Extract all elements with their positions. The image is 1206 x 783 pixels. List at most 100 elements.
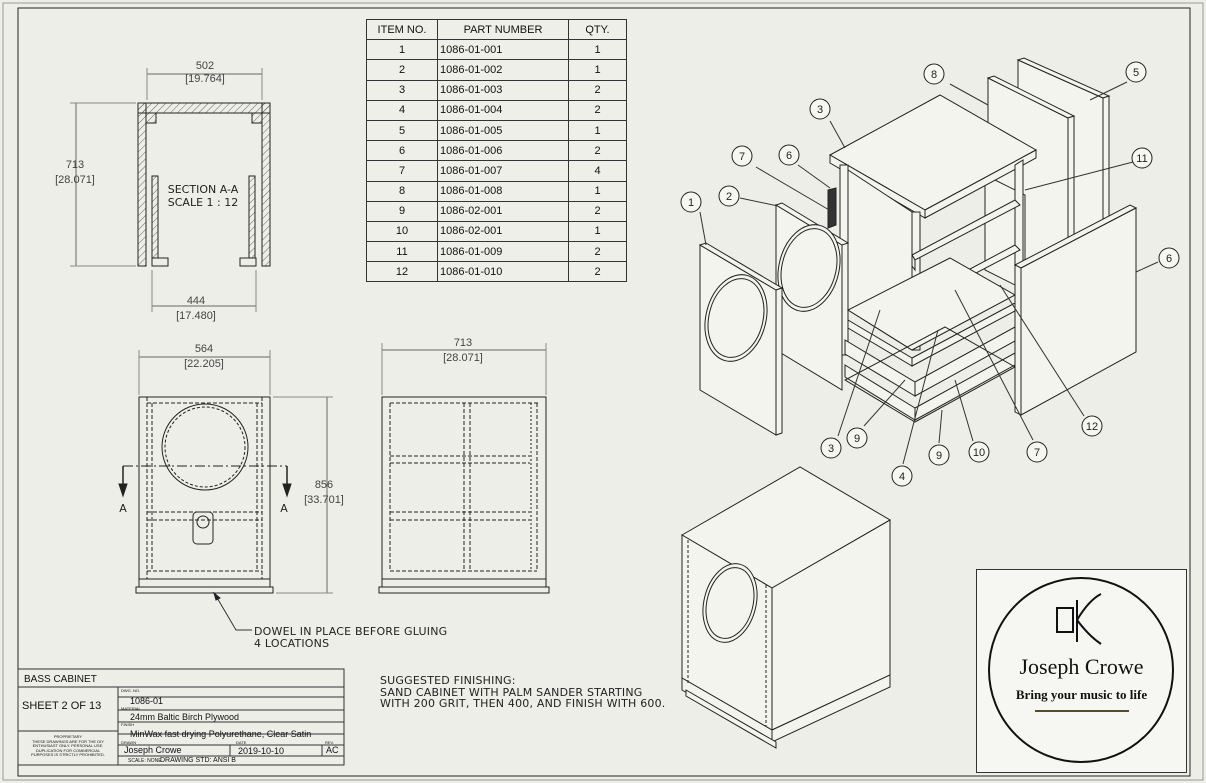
date-value: 2019-10-10: [238, 746, 285, 756]
company-logo: Joseph Crowe Bring your music to life: [976, 569, 1187, 773]
section-label: SECTION A-A: [168, 183, 239, 196]
bom-part: 1086-01-001: [437, 39, 569, 61]
balloon-1: 1: [688, 197, 694, 209]
bom-part: 1086-01-008: [437, 180, 569, 202]
bom-item: 5: [366, 119, 438, 142]
bom-part: 1086-01-007: [437, 160, 569, 182]
bom-part: 1086-01-002: [437, 59, 569, 81]
bom-item: 8: [366, 180, 438, 202]
bom-qty: 2: [568, 140, 627, 162]
material-value: 24mm Baltic Birch Plywood: [130, 712, 240, 722]
front-dim-height-in: [33.701]: [304, 494, 344, 506]
section-dim-inner: 444: [187, 295, 205, 307]
section-marker-left: A: [119, 502, 127, 515]
balloon-3: 3: [817, 104, 823, 116]
bom-qty: 2: [568, 261, 627, 283]
balloons: 1 2 3 7 6 8 5 11 6 3 9 4 9 10 7 12: [680, 61, 1180, 487]
section-dim-width-in: [19.764]: [185, 73, 225, 85]
side-dim-width: 713: [454, 337, 472, 349]
scale-value: SCALE: NONE: [128, 758, 162, 764]
bom-item: 11: [366, 241, 438, 263]
bom-header-part: PART NUMBER: [437, 18, 569, 41]
balloon-9b: 9: [936, 450, 942, 462]
bom-qty: 1: [568, 180, 627, 202]
dowel-note: DOWEL IN PLACE BEFORE GLUING 4 LOCATIONS: [254, 625, 448, 650]
finish-value: MinWax fast drying Polyurethane, Clear S…: [130, 729, 312, 739]
front-view: [118, 350, 333, 631]
bom-qty: 1: [568, 39, 627, 61]
bom-qty: 1: [568, 119, 627, 142]
front-dim-height: 856: [315, 479, 333, 491]
dwg-no-label: DWG. NO.: [121, 688, 141, 693]
bom-qty: 2: [568, 79, 627, 101]
bom-part: 1086-01-005: [437, 119, 569, 142]
section-dim-height: 713: [66, 159, 84, 171]
drawing-std: DRAWING STD: ANSI B: [160, 757, 236, 764]
section-dim-inner-in: [17.480]: [176, 310, 216, 322]
finish-label: FINISH: [121, 722, 135, 727]
balloon-10: 10: [973, 447, 985, 459]
bom-qty: 2: [568, 200, 627, 222]
bom-part: 1086-01-003: [437, 79, 569, 101]
bom-part: 1086-01-004: [437, 99, 569, 121]
bom-item: 1: [366, 39, 438, 61]
balloon-6: 6: [786, 150, 792, 162]
bom-part: 1086-02-001: [437, 200, 569, 222]
section-dim-height-in: [28.071]: [55, 174, 95, 186]
bom-qty: 4: [568, 160, 627, 182]
bom-qty: 2: [568, 99, 627, 121]
balloon-5: 5: [1133, 67, 1139, 79]
logo-name: Joseph Crowe: [1019, 654, 1144, 679]
bom-qty: 1: [568, 220, 627, 243]
balloon-2: 2: [726, 191, 732, 203]
balloon-11: 11: [1136, 153, 1147, 165]
material-label: MATERIAL: [121, 706, 141, 711]
sound-wave-icon: [1076, 593, 1102, 645]
title-block-title: BASS CABINET: [24, 674, 97, 685]
bom-header-item: ITEM NO.: [366, 18, 438, 41]
balloon-3b: 3: [828, 443, 834, 455]
dwg-no: 1086-01: [130, 696, 164, 706]
balloon-7: 7: [739, 151, 745, 163]
bom-item: 9: [366, 200, 438, 222]
bom-part: 1086-01-010: [437, 261, 569, 283]
bom-item: 2: [366, 59, 438, 81]
logo-tagline: Bring your music to life: [1015, 687, 1148, 702]
speaker-icon: [1056, 607, 1074, 633]
logo-emblem: [988, 577, 1174, 763]
front-dim-width-in: [22.205]: [184, 358, 224, 370]
bom-item: 7: [366, 160, 438, 182]
bom-qty: 2: [568, 241, 627, 263]
balloon-4: 4: [899, 471, 905, 483]
bom-item: 3: [366, 79, 438, 101]
bom-part: 1086-02-001: [437, 220, 569, 243]
rev-label: REV.: [325, 740, 334, 745]
side-view: [378, 343, 550, 594]
bom-item: 10: [366, 220, 438, 243]
balloon-8: 8: [931, 69, 937, 81]
balloon-6b: 6: [1166, 253, 1172, 265]
rev-value: AC: [326, 745, 339, 755]
front-dim-width: 564: [195, 343, 213, 355]
balloon-7b: 7: [1034, 447, 1040, 459]
section-marker-right: A: [280, 502, 288, 515]
exploded-view: [698, 57, 1159, 465]
finishing-note: SUGGESTED FINISHING: SAND CABINET WITH P…: [380, 674, 666, 710]
title-block-proprietary: PROPRIETARY THESE DRAWINGS ARE FOR THE D…: [31, 734, 105, 758]
drawn-by: Joseph Crowe: [124, 745, 182, 755]
date-label: DATE: [236, 740, 247, 745]
section-scale: SCALE 1 : 12: [168, 196, 238, 209]
bom-item: 6: [366, 140, 438, 162]
bom-qty: 1: [568, 59, 627, 81]
